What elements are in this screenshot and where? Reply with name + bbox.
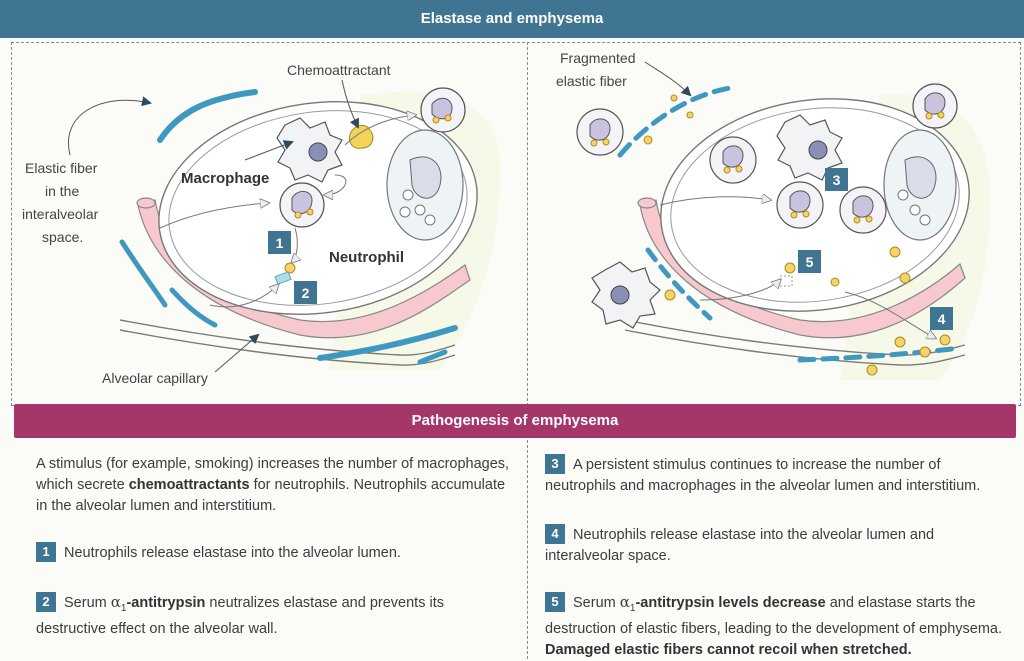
step-5-pre: Serum	[573, 595, 620, 611]
step-5-sub: 1	[629, 602, 636, 614]
section-banner: Pathogenesis of emphysema	[14, 404, 1016, 438]
fragmented-elastic-fiber	[617, 85, 733, 158]
label-fragmented: Fragmented	[560, 50, 635, 66]
label-elastic-fiber-4: space.	[42, 229, 83, 245]
svg-text:4: 4	[938, 311, 946, 327]
intro-chemoattractants: chemoattractants	[128, 477, 250, 493]
step-3-badge: 3	[545, 454, 565, 474]
step-4-badge: 4	[545, 524, 565, 544]
intro-text-a: which secrete	[36, 477, 129, 493]
svg-text:2: 2	[302, 285, 310, 301]
chemoattractant-blob	[349, 124, 374, 149]
step-1-badge: 1	[36, 542, 56, 562]
step-5-line-1: 5 Serum α1-antitrypsin levels decrease an…	[545, 592, 1005, 619]
step-2-post: neutralizes elastase and prevents its	[205, 595, 444, 611]
step-5: 5 Serum α1-antitrypsin levels decrease an…	[545, 592, 1005, 661]
marker-4: 4	[930, 307, 953, 330]
step-3-line-1: 3 A persistent stimulus continues to incr…	[545, 454, 1005, 476]
label-macrophage: Macrophage	[181, 170, 269, 187]
step-4-line-2: interalveolar space.	[545, 548, 671, 564]
header-title: Elastase and emphysema	[420, 10, 604, 27]
text-divider	[527, 440, 528, 659]
step-2-pre: Serum	[64, 595, 111, 611]
step-1-text: Neutrophils release elastase into the al…	[64, 545, 401, 561]
label-neutrophil: Neutrophil	[329, 249, 404, 266]
svg-text:5: 5	[806, 254, 814, 270]
marker-1: 1	[268, 231, 291, 254]
neutrophil-cell	[279, 182, 325, 228]
step-5-levels-decrease: -antitrypsin levels decrease	[635, 595, 826, 611]
step-1: 1 Neutrophils release elastase into the a…	[36, 542, 516, 564]
intro-text-c: for neutrophils. Neutrophils accumulate	[249, 477, 506, 493]
svg-text:3: 3	[833, 172, 841, 188]
step-3: 3 A persistent stimulus continues to incr…	[545, 454, 1005, 497]
label-elastic-fiber-fragmented: elastic fiber	[556, 73, 627, 89]
step-2-line-2: destructive effect on the alveolar wall.	[36, 620, 278, 637]
step-2-sub: 1	[120, 602, 127, 614]
step-2-badge: 2	[36, 592, 56, 612]
section-title: Pathogenesis of emphysema	[411, 412, 619, 429]
step-5-alpha: α	[619, 593, 630, 611]
step-2-alpha: α	[110, 593, 121, 611]
step-5-line-2: destruction of elastic fibers, leading t…	[545, 620, 1003, 637]
step-2-line-1: 2 Serum α1-antitrypsin neutralizes elasta…	[36, 592, 516, 619]
left-diagram: 1 2 Chemoattractant Elastic fiber in the…	[22, 62, 500, 386]
label-alveolar-capillary: Alveolar capillary	[102, 370, 208, 386]
step-2-antitrypsin: -antitrypsin	[126, 595, 206, 611]
intro-line-2: which secrete chemoattractants for neutr…	[36, 475, 516, 496]
label-chemoattractant: Chemoattractant	[287, 62, 391, 78]
svg-text:1: 1	[276, 235, 284, 251]
intro-line-1: A stimulus (for example, smoking) increa…	[36, 456, 510, 472]
step-3-text: A persistent stimulus continues to incre…	[573, 457, 941, 473]
label-elastic-fiber: Elastic fiber	[25, 160, 98, 176]
header-banner: Elastase and emphysema	[0, 0, 1024, 38]
right-diagram: 3 4 5 Fragmented elastic fiber	[556, 50, 990, 380]
step-5-badge: 5	[545, 592, 565, 612]
step-4-line-1: 4 Neutrophils release elastase into the a…	[545, 524, 1005, 546]
elastic-fiber	[157, 89, 258, 143]
step-2: 2 Serum α1-antitrypsin neutralizes elasta…	[36, 592, 516, 640]
label-elastic-fiber-2: in the	[45, 183, 79, 199]
marker-3: 3	[825, 168, 848, 191]
step-5-post: and elastase starts the	[825, 595, 976, 611]
intro-line-3: in the alveolar lumen and interstitium.	[36, 498, 277, 514]
diagram-illustration: 1 2 Chemoattractant Elastic fiber in the…	[22, 50, 990, 386]
step-4: 4 Neutrophils release elastase into the a…	[545, 524, 1005, 567]
step-4-text: Neutrophils release elastase into the al…	[573, 527, 935, 543]
step-5-line-3: Damaged elastic fibers cannot recoil whe…	[545, 641, 912, 658]
marker-5: 5	[798, 250, 821, 273]
intro-paragraph: A stimulus (for example, smoking) increa…	[36, 454, 516, 517]
marker-2: 2	[294, 281, 317, 304]
step-3-line-2: neutrophils and macrophages in the alveo…	[545, 478, 981, 494]
label-elastic-fiber-3: interalveolar	[22, 206, 99, 222]
